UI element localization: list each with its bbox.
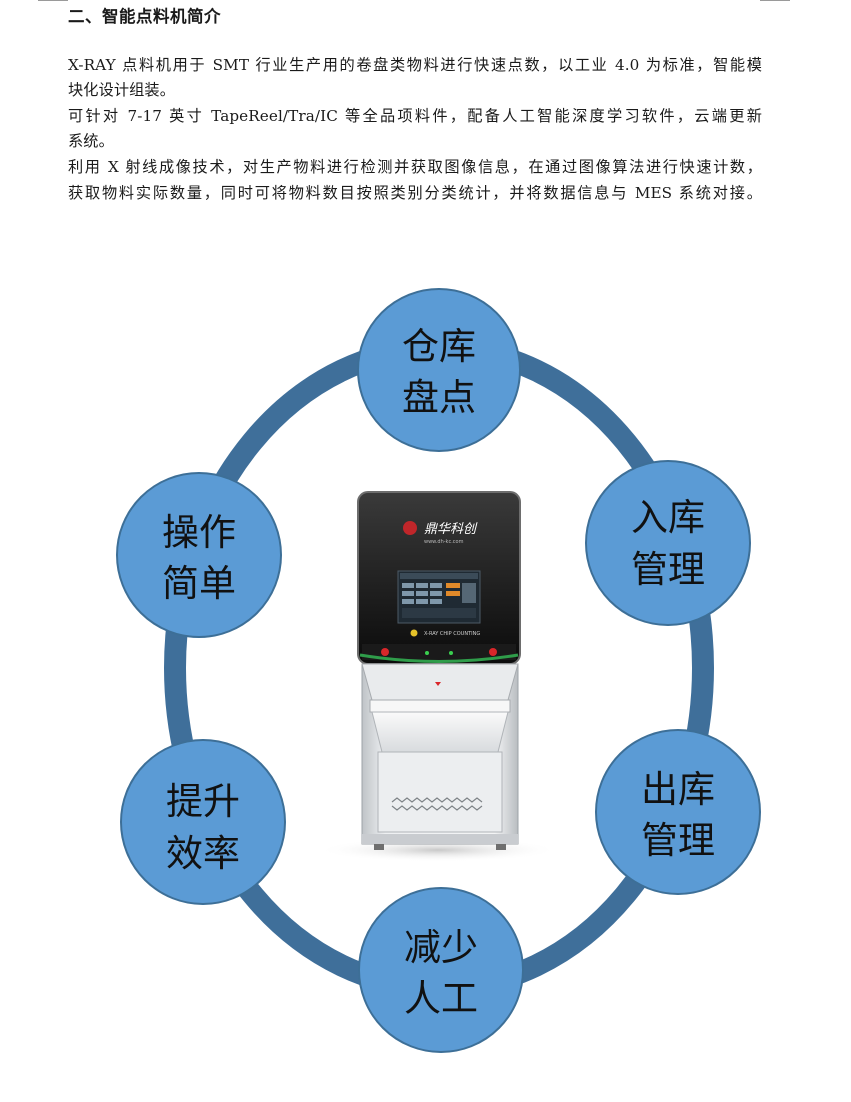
paragraph-line-3: 可针对 7-17 英寸 TapeReel/Tra/IC 等全品项料件，配备人工智… [68, 107, 762, 125]
radiation-icon [410, 629, 418, 637]
section-heading: 二、智能点料机简介 [68, 7, 221, 26]
node-improve-efficiency: 提升 效率 [120, 739, 286, 905]
green-indicator-icon [449, 651, 453, 655]
left-red-button-icon [381, 648, 389, 656]
node-label-line1: 提升 [166, 780, 240, 823]
right-red-button-icon [489, 648, 497, 656]
node-inbound-management: 入库 管理 [585, 460, 751, 626]
paragraph-line-2: 块化设计组装。 [68, 81, 176, 99]
node-label-line1: 减少 [404, 926, 478, 969]
node-warehouse-inventory: 仓库 盘点 [357, 288, 521, 452]
node-label-line2: 管理 [641, 819, 715, 862]
node-label-line2: 盘点 [402, 376, 476, 419]
node-label-line1: 入库 [631, 496, 705, 539]
node-label-line1: 出库 [641, 768, 715, 811]
node-label-line2: 效率 [166, 832, 240, 875]
node-easy-operation: 操作 简单 [116, 472, 282, 638]
page-corner-right [760, 0, 790, 1]
xray-counting-machine-image: 鼎华科创 www.dh-kc.com X-RAY CHIP COUNTING [318, 491, 558, 862]
machine-brand: 鼎华科创 [424, 522, 478, 537]
green-indicator-icon [425, 651, 429, 655]
paragraph-line-6: 获取物料实际数量，同时可将物料数目按照类别分类统计，并将数据信息与 MES 系统… [68, 184, 762, 202]
page-corner-left [38, 0, 68, 1]
node-reduce-labor: 减少 人工 [358, 887, 524, 1053]
node-label-line2: 人工 [404, 977, 478, 1020]
node-label-line2: 管理 [631, 548, 705, 591]
node-label-line1: 操作 [162, 511, 236, 554]
machine-website: www.dh-kc.com [424, 539, 464, 545]
paragraph-line-4: 系统。 [68, 132, 114, 150]
node-outbound-management: 出库 管理 [595, 729, 761, 895]
node-label-line2: 简单 [162, 562, 236, 605]
paragraph-line-1: X-RAY 点料机用于 SMT 行业生产用的卷盘类物料进行快速点数，以工业 4.… [68, 56, 762, 74]
machine-screen-label: X-RAY CHIP COUNTING [424, 631, 480, 637]
brand-logo-icon [403, 521, 417, 535]
paragraph-line-5: 利用 X 射线成像技术，对生产物料进行检测并获取图像信息，在通过图像算法进行快速… [68, 158, 762, 176]
node-label-line1: 仓库 [402, 325, 476, 368]
